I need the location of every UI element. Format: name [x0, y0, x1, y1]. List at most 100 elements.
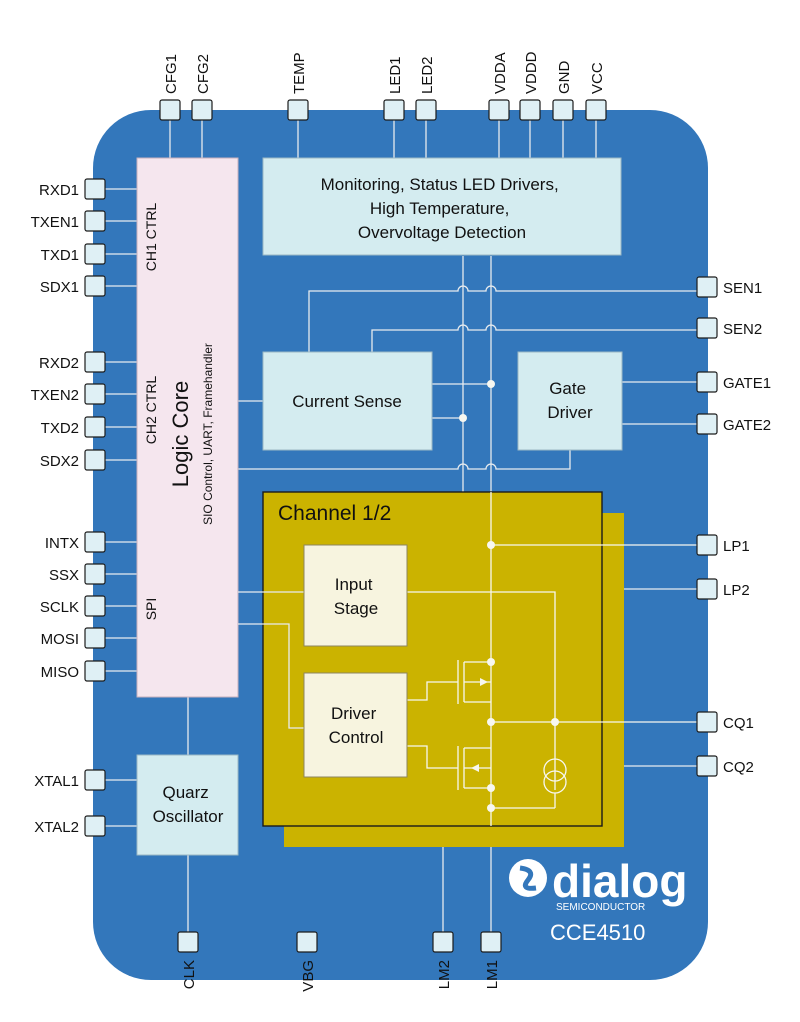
spi-label: SPI [143, 598, 159, 621]
monitoring-block [262, 157, 622, 256]
monitoring-line-1: Monitoring, Status LED Drivers, [321, 175, 559, 194]
svg-text:Quarz Oscillator: Quarz Oscillator [153, 783, 224, 826]
svg-text:Gate Driver: Gate Driver [547, 379, 593, 422]
input-stage-block [303, 544, 408, 647]
pin-txen1 [84, 210, 106, 232]
pin-txd1 [84, 243, 106, 265]
pin-label-rxd2: RXD2 [39, 355, 79, 372]
pin-label-rxd1: RXD1 [39, 182, 79, 199]
pin-label-lm2: LM2 [436, 960, 453, 989]
pin-label-sen2: SEN2 [723, 321, 762, 338]
gate-driver-line-2: Driver [547, 403, 593, 422]
pin-label-xtal1: XTAL1 [34, 773, 79, 790]
pin-cq2 [696, 755, 718, 777]
pin-vddd [519, 99, 541, 121]
logic-core-title: Logic Core [168, 381, 193, 487]
pin-label-gnd: GND [556, 61, 573, 95]
pin-lp1 [696, 534, 718, 556]
gate-driver-line-1: Gate [549, 379, 586, 398]
pin-label-ssx: SSX [49, 567, 79, 584]
pin-label-vddd: VDDD [523, 51, 540, 94]
pin-label-vbg: VBG [300, 960, 317, 992]
pin-ssx [84, 563, 106, 585]
logic-core-block [136, 157, 239, 698]
pin-label-vdda: VDDA [492, 52, 509, 94]
pin-label-intx: INTX [45, 535, 79, 552]
pin-label-mosi: MOSI [41, 631, 79, 648]
pin-vcc [585, 99, 607, 121]
ch1-ctrl-label: CH1 CTRL [143, 203, 159, 272]
pin-lm2 [432, 931, 454, 953]
pin-label-clk: CLK [181, 960, 198, 989]
pin-label-txd1: TXD1 [41, 247, 79, 264]
pin-gnd [552, 99, 574, 121]
dialog-logo: dialog SEMICONDUCTOR CCE4510 [509, 855, 687, 945]
pin-clk [177, 931, 199, 953]
pin-xtal1 [84, 769, 106, 791]
pin-vdda [488, 99, 510, 121]
pin-miso [84, 660, 106, 682]
pin-txd2 [84, 416, 106, 438]
pin-label-miso: MISO [41, 664, 79, 681]
svg-text:Monitoring, Status LED Drivers: Monitoring, Status LED Drivers, High Tem… [321, 175, 564, 242]
gate-driver-block [517, 351, 623, 451]
pin-led1 [383, 99, 405, 121]
pin-gate1 [696, 371, 718, 393]
pin-sdx2 [84, 449, 106, 471]
input-stage-line-2: Stage [334, 599, 378, 618]
current-sense-label: Current Sense [292, 392, 402, 411]
pin-label-txd2: TXD2 [41, 420, 79, 437]
transistor-2-arrow [471, 764, 479, 772]
pin-label-led2: LED2 [419, 56, 436, 94]
current-sense-block [262, 351, 433, 451]
oscillator-line-1: Quarz [162, 783, 208, 802]
pin-rxd2 [84, 351, 106, 373]
pin-xtal2 [84, 815, 106, 837]
svg-text:Driver Control: Driver Control [329, 704, 384, 747]
part-number: CCE4510 [550, 920, 645, 945]
svg-text:Input Stage: Input Stage [334, 575, 378, 618]
pin-sdx1 [84, 275, 106, 297]
logic-core-subtitle: SIO Control, UART, Framehandler [201, 343, 215, 525]
pin-label-led1: LED1 [387, 56, 404, 94]
transistor-1-arrow [480, 678, 488, 686]
pin-vbg [296, 931, 318, 953]
pin-intx [84, 531, 106, 553]
pin-label-lm1: LM1 [484, 960, 501, 989]
pin-txen2 [84, 383, 106, 405]
oscillator-line-2: Oscillator [153, 807, 224, 826]
pin-gate2 [696, 413, 718, 435]
driver-control-line-2: Control [329, 728, 384, 747]
pin-label-vcc: VCC [589, 62, 606, 94]
pin-cq1 [696, 711, 718, 733]
pin-lm1 [480, 931, 502, 953]
driver-control-line-1: Driver [331, 704, 377, 723]
pin-sclk [84, 595, 106, 617]
pin-cfg2 [191, 99, 213, 121]
pin-label-cq1: CQ1 [723, 715, 754, 732]
pin-label-txen2: TXEN2 [31, 387, 79, 404]
driver-control-block [303, 672, 408, 778]
pin-lp2 [696, 578, 718, 600]
pin-label-xtal2: XTAL2 [34, 819, 79, 836]
pin-label-gate2: GATE2 [723, 417, 771, 434]
pin-temp [287, 99, 309, 121]
logo-sub: SEMICONDUCTOR [556, 902, 645, 913]
pin-label-lp2: LP2 [723, 582, 750, 599]
oscillator-block [136, 754, 239, 856]
pin-cfg1 [159, 99, 181, 121]
monitoring-line-3: Overvoltage Detection [358, 223, 526, 242]
logo-name: dialog [552, 855, 687, 907]
pin-label-sen1: SEN1 [723, 280, 762, 297]
pin-label-temp: TEMP [291, 52, 308, 94]
input-stage-line-1: Input [335, 575, 373, 594]
pin-label-sdx2: SDX2 [40, 453, 79, 470]
pin-label-txen1: TXEN1 [31, 214, 79, 231]
pin-label-sclk: SCLK [40, 599, 79, 616]
pin-label-sdx1: SDX1 [40, 279, 79, 296]
pin-label-gate1: GATE1 [723, 375, 771, 392]
pin-label-cfg1: CFG1 [163, 54, 180, 94]
pin-label-cq2: CQ2 [723, 759, 754, 776]
